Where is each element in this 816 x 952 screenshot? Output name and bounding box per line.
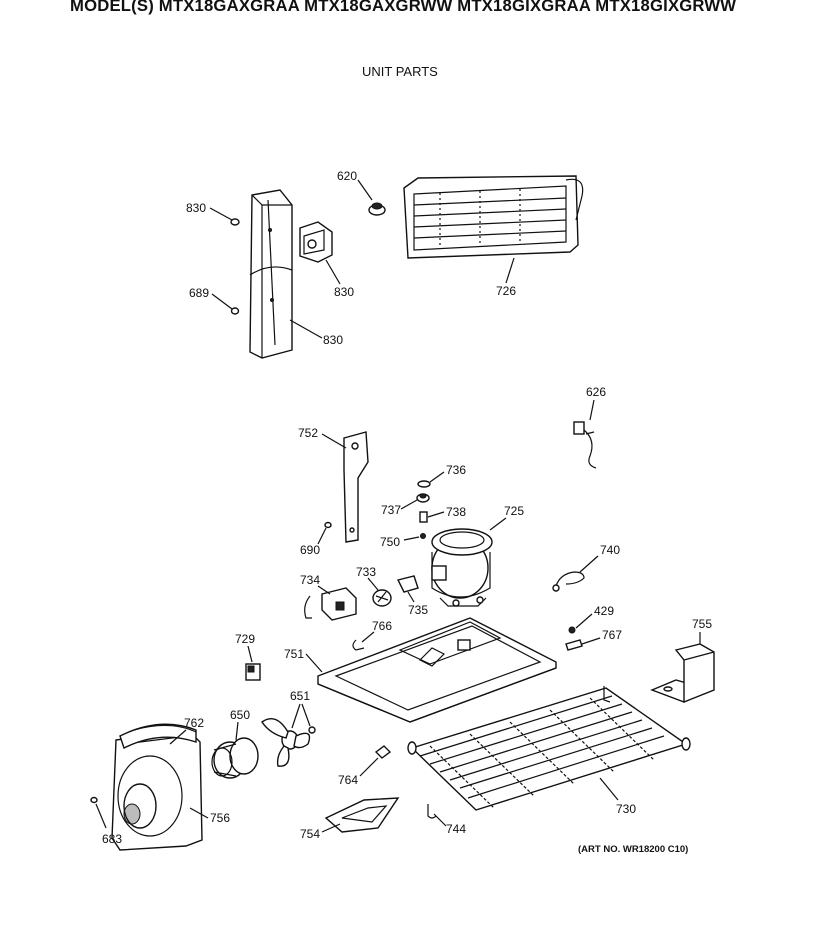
part-620-grommet: [368, 202, 386, 216]
part-754-drain-pan: [324, 797, 400, 833]
part-734-relay: [304, 587, 357, 621]
part-650-fan-motor: [211, 737, 259, 779]
part-737-grommet: [416, 493, 430, 503]
callout-726: 726: [496, 284, 516, 298]
part-766-clip: [352, 639, 365, 651]
part-750-screw: [420, 533, 426, 539]
part-752-bracket: [343, 431, 369, 543]
callout-744: 744: [446, 822, 466, 836]
callout-689: 689: [189, 286, 209, 300]
part-726-condenser: [403, 175, 584, 259]
callout-734: 734: [300, 573, 320, 587]
part-738-sleeve: [419, 511, 428, 523]
callout-736: 736: [446, 463, 466, 477]
callout-626: 626: [586, 385, 606, 399]
part-744-clip: [427, 804, 437, 819]
callout-690: 690: [300, 543, 320, 557]
callout-830-c: 830: [323, 333, 343, 347]
callout-729: 729: [235, 632, 255, 646]
callout-751: 751: [284, 647, 304, 661]
callout-755: 755: [692, 617, 712, 631]
callout-738: 738: [446, 505, 466, 519]
callout-735: 735: [408, 603, 428, 617]
callout-737: 737: [381, 503, 401, 517]
callout-725: 725: [504, 504, 524, 518]
part-683-screw: [90, 796, 98, 804]
part-729-capacitor: [245, 663, 261, 681]
part-689-screw: [230, 307, 240, 315]
part-626-harness: [573, 421, 597, 469]
part-764-clip: [374, 745, 392, 759]
callout-651: 651: [290, 689, 310, 703]
section-title: UNIT PARTS: [362, 64, 438, 79]
models-header: MODEL(S) MTX18GAXGRAA MTX18GAXGRWW MTX18…: [70, 0, 737, 15]
callout-762: 762: [184, 716, 204, 730]
callout-767: 767: [602, 628, 622, 642]
callout-830-b: 830: [334, 285, 354, 299]
part-725-compressor: [431, 528, 493, 607]
callout-752: 752: [298, 426, 318, 440]
part-690-screw: [324, 521, 332, 529]
callout-730: 730: [616, 802, 636, 816]
callout-650: 650: [230, 708, 250, 722]
part-767-bracket: [565, 639, 583, 651]
part-735-cover: [396, 575, 419, 593]
part-429-screw: [568, 626, 576, 634]
callout-620: 620: [337, 169, 357, 183]
callout-683: 683: [102, 832, 122, 846]
callout-830-a: 830: [186, 201, 206, 215]
part-651-fan-blade: [261, 718, 311, 767]
callout-764: 764: [338, 773, 358, 787]
callout-766: 766: [372, 619, 392, 633]
part-830-screw: [230, 218, 240, 226]
part-736-clip: [417, 480, 431, 488]
callout-429: 429: [594, 604, 614, 618]
part-830-channel: [249, 189, 293, 359]
callout-733: 733: [356, 565, 376, 579]
callout-750: 750: [380, 535, 400, 549]
part-762-baffle: [119, 723, 197, 749]
part-755-bracket: [650, 643, 715, 704]
callout-756: 756: [210, 811, 230, 825]
part-830-bracket: [299, 221, 333, 263]
part-651-nut: [308, 726, 316, 734]
callout-740: 740: [600, 543, 620, 557]
part-740-wire: [552, 571, 585, 592]
part-751-base-pan: [317, 617, 557, 723]
part-733-overload: [372, 589, 392, 607]
part-730-condenser-coil: [407, 686, 691, 811]
callout-754: 754: [300, 827, 320, 841]
art-number: (ART NO. WR18200 C10): [578, 844, 689, 855]
